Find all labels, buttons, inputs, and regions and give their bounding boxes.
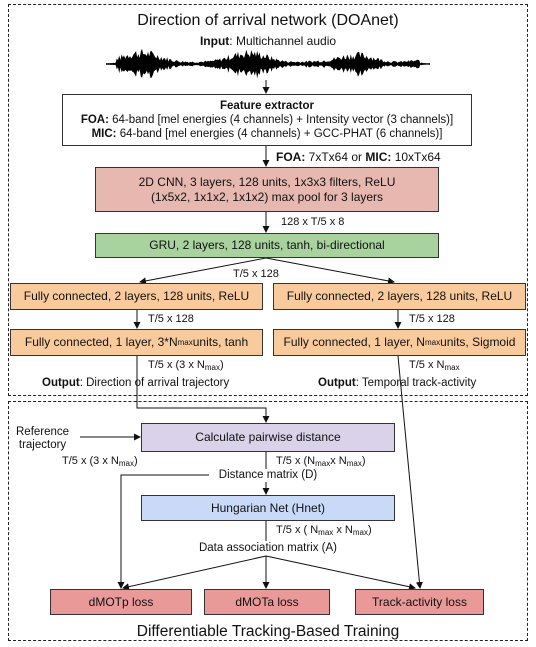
shape-ref-sub: max (118, 459, 134, 468)
pairwise-distance-box: Calculate pairwise distance (141, 423, 395, 452)
association-matrix-label: Data association matrix (A) (198, 542, 338, 554)
shape-mic-text: 10xTx64 (391, 150, 441, 164)
cnn-box: 2D CNN, 3 layers, 128 units, 1x3x3 filte… (95, 167, 439, 212)
cnn-line-2: (1x5x2, 1x1x2, 1x1x2) max pool for 3 lay… (150, 189, 384, 204)
feature-extractor-box: Feature extractor FOA: 64-band [mel ener… (62, 94, 472, 146)
shape-mic-label: MIC: (365, 150, 392, 164)
reference-trajectory-label: Reference trajectory (16, 426, 69, 452)
dmota-loss-box: dMOTa loss (204, 589, 330, 615)
hnet-box: Hungarian Net (Hnet) (141, 495, 395, 521)
shape-dist-sub-2: max (346, 459, 362, 468)
output-left: Output: Direction of arrival trajectory (42, 377, 229, 390)
shape-out-right-sub: max (444, 363, 460, 372)
training-group (8, 401, 528, 641)
shape-cnn: 128 x T/5 x 8 (281, 216, 345, 228)
foa-text: 64-band [mel energies (4 channels) + Int… (108, 114, 454, 126)
shape-dist-prefix: T/5 x (N (276, 455, 316, 467)
shape-ref-prefix: T/5 x (3 x N (62, 455, 119, 467)
fc-right-2-suffix: units, Sigmoid (440, 335, 516, 349)
mic-text: 64-band [mel energies (4 channels) + GCC… (116, 128, 443, 140)
shape-assoc-mid: x N (333, 524, 353, 536)
shape-feature: FOA: 7xTx64 or MIC: 10xTx64 (276, 151, 441, 164)
distance-matrix-label: Distance matrix (D) (218, 469, 318, 481)
shape-ref-suffix: ) (133, 455, 138, 467)
track-activity-loss-box: Track-activity loss (355, 589, 484, 615)
shape-dist-sub-1: max (315, 459, 331, 468)
output-right-label: Output (318, 377, 356, 389)
fc-left-2-suffix: units, tanh (192, 335, 249, 349)
cnn-line-1: 2D CNN, 3 layers, 128 units, 1x3x3 filte… (138, 174, 396, 189)
fc-right-2-prefix: Fully connected, 1 layer, N (283, 335, 425, 349)
foa-label: FOA: (80, 114, 109, 126)
shape-out-left-prefix: T/5 x (3 x N (148, 359, 205, 371)
fc-right-1-box: Fully connected, 2 layers, 128 units, Re… (273, 283, 526, 310)
shape-assoc-suffix: ) (367, 524, 372, 536)
dmotp-loss-box: dMOTp loss (50, 589, 192, 615)
feature-extractor-title: Feature extractor (220, 100, 314, 112)
shape-out-right: T/5 x Nmax (409, 359, 460, 372)
fc-left-1-box: Fully connected, 2 layers, 128 units, Re… (10, 283, 263, 310)
shape-distance: T/5 x (Nmaxx Nmax) (276, 455, 366, 468)
reference-line-1: Reference (16, 426, 70, 438)
shape-fc-left: T/5 x 128 (148, 313, 194, 325)
shape-out-left-suffix: ) (219, 359, 224, 371)
output-left-text: : Direction of arrival trajectory (79, 377, 230, 389)
output-left-label: Output (42, 377, 80, 389)
training-title: Differentiable Tracking-Based Training (136, 623, 400, 640)
shape-out-left: T/5 x (3 x Nmax) (148, 359, 224, 372)
shape-foa-label: FOA: (276, 150, 306, 164)
shape-foa-text: 7xTx64 or (305, 150, 366, 164)
shape-gru: T/5 x 128 (233, 268, 279, 280)
shape-reference: T/5 x (3 x Nmax) (62, 455, 138, 468)
input-label: Input (199, 34, 230, 48)
shape-dist-mid: x N (330, 455, 347, 467)
shape-out-right-prefix: T/5 x N (409, 359, 445, 371)
gru-box: GRU, 2 layers, 128 units, tanh, bi-direc… (95, 233, 439, 258)
doanet-title: Direction of arrival network (DOAnet) (137, 12, 399, 29)
input-text: : Multichannel audio (229, 34, 337, 48)
shape-out-left-sub: max (204, 363, 220, 372)
shape-dist-suffix: ) (361, 455, 366, 467)
doanet-group (8, 4, 528, 396)
output-right-text: : Temporal track-activity (355, 377, 477, 389)
shape-assoc-sub-2: max (352, 528, 368, 537)
feature-extractor-foa: FOA: 64-band [mel energies (4 channels) … (81, 113, 453, 127)
output-right: Output: Temporal track-activity (318, 377, 476, 390)
fc-left-2-prefix: Fully connected, 1 layer, 3*N (24, 335, 178, 349)
shape-assoc-sub-1: max (318, 528, 334, 537)
shape-fc-right: T/5 x 128 (409, 313, 455, 325)
shape-association: T/5 x ( Nmax x Nmax) (276, 524, 372, 537)
reference-line-2: trajectory (18, 439, 67, 451)
mic-label: MIC: (91, 128, 117, 140)
feature-extractor-mic: MIC: 64-band [mel energies (4 channels) … (92, 127, 443, 141)
shape-assoc-prefix: T/5 x ( N (276, 524, 319, 536)
input-caption: Input: Multichannel audio (0, 35, 536, 48)
